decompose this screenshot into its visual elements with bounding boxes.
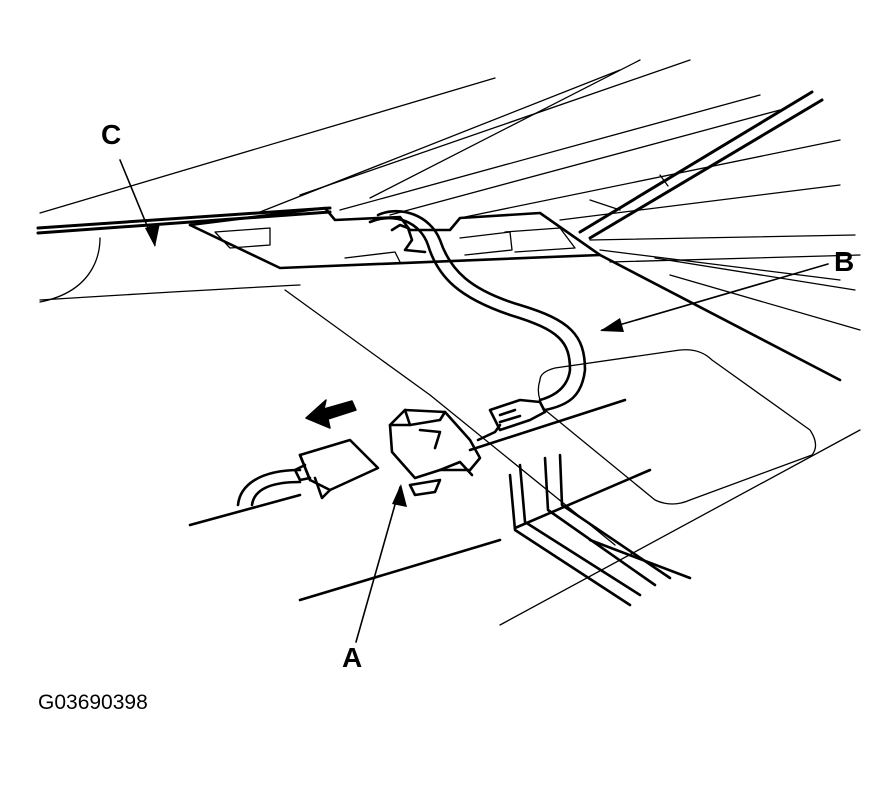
pull-direction-arrow: [305, 399, 357, 429]
left-connector: [236, 438, 380, 507]
leader-lines: [119, 159, 829, 643]
wire-harness: [368, 209, 587, 412]
leader-arrowheads: [145, 223, 624, 507]
roof-edge: [36, 90, 824, 240]
callout-c: C: [101, 119, 122, 150]
callout-b: B: [834, 246, 855, 277]
guide-lines: [284, 289, 861, 626]
figure-id: G03690398: [38, 691, 148, 714]
channel-lines: [188, 398, 692, 607]
trim-panel-outline: [188, 206, 842, 382]
connector-a: [388, 408, 502, 497]
console-opening: [537, 349, 817, 505]
callout-a: A: [342, 642, 363, 673]
mating-plug: [488, 398, 547, 432]
roof-structure-lines: [39, 59, 861, 331]
